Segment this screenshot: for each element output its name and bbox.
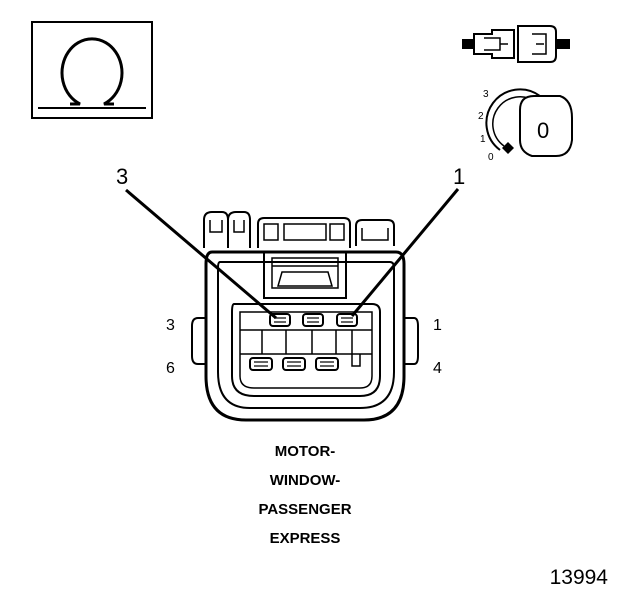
ignition-position-3: 3	[483, 89, 489, 100]
leader-line-1	[350, 188, 460, 317]
caption-line: EXPRESS	[269, 530, 341, 547]
figure-number: 13994	[549, 566, 608, 589]
connector-caption: MOTOR- WINDOW- PASSENGER EXPRESS	[200, 437, 410, 553]
terminal-1	[336, 313, 358, 327]
terminal-row-top	[269, 313, 358, 327]
leader-line-3	[125, 188, 277, 320]
ohm-icon	[31, 21, 153, 119]
pin-label-1: 1	[433, 317, 442, 334]
ignition-position-1: 1	[480, 134, 486, 145]
terminal-6	[249, 357, 273, 371]
ignition-key-icon: 3 2 1 0 0	[478, 88, 573, 163]
key-label: 0	[537, 118, 549, 143]
terminal-5	[282, 357, 306, 371]
caption-line: WINDOW-	[269, 472, 341, 489]
ignition-position-2: 2	[478, 111, 484, 122]
terminal-4	[315, 357, 339, 371]
connector-icon	[462, 25, 570, 63]
terminal-row-bottom	[249, 357, 339, 371]
callout-3: 3	[116, 164, 128, 189]
pin-label-6: 6	[166, 360, 175, 377]
pin-label-4: 4	[433, 360, 442, 377]
terminal-slots-bottom	[254, 361, 334, 367]
caption-line: MOTOR-	[274, 443, 336, 460]
caption-line: PASSENGER	[258, 501, 352, 518]
pin-label-3: 3	[166, 317, 175, 334]
ignition-position-0: 0	[488, 152, 494, 163]
callout-1: 1	[453, 164, 465, 189]
terminal-2	[302, 313, 324, 327]
